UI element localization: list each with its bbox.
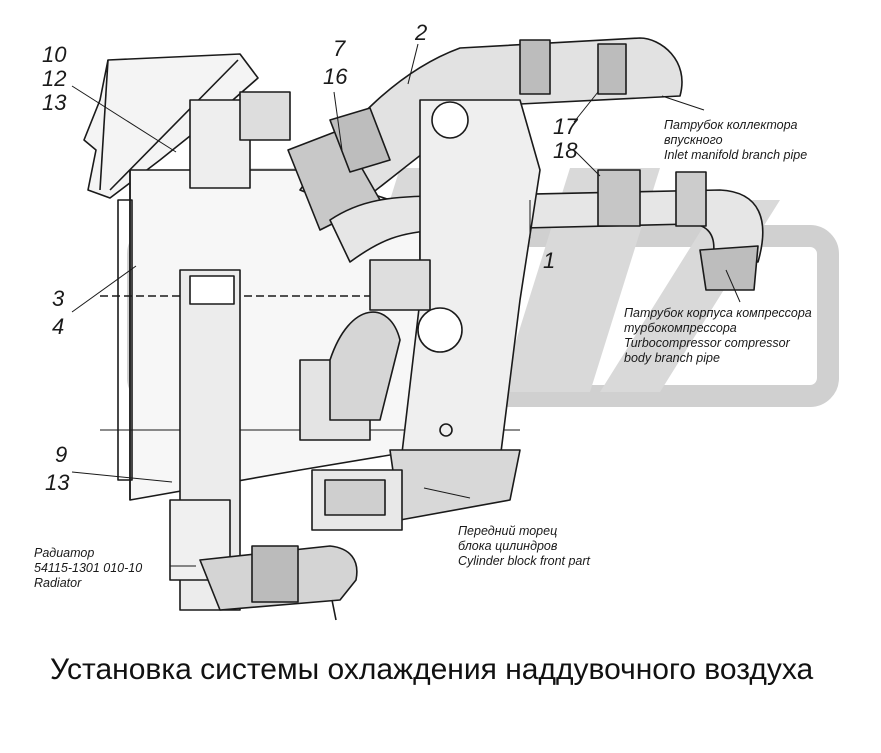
cab-panel	[83, 53, 259, 199]
callout-1: 1	[543, 248, 556, 273]
callout-12: 12	[42, 66, 67, 91]
callout-2: 2	[415, 20, 428, 45]
page-title: Установка системы охлаждения наддувочног…	[50, 653, 814, 686]
caption-inlet-manifold-pipe: Патрубок коллектора впускного Inlet mani…	[664, 118, 808, 162]
callout-13-bottom: 13	[45, 470, 70, 495]
leader-lines	[71, 43, 741, 567]
tank-block	[189, 91, 291, 189]
mount-bracket	[311, 469, 403, 531]
callout-9: 9	[55, 442, 68, 467]
callout-3: 3	[52, 286, 65, 311]
technical-drawing	[71, 37, 839, 621]
caption-radiator: Радиатор 54115-1301 010-10 Radiator	[34, 546, 143, 590]
callout-16: 16	[323, 64, 348, 89]
caption-compressor-pipe: Патрубок корпуса компрессора турбокомпре…	[624, 306, 812, 365]
callout-7: 7	[333, 36, 346, 61]
engine-block	[299, 99, 541, 521]
intake-pipe	[287, 37, 683, 231]
caption-cylinder-block-front: Передний торец блока цилиндров Cylinder …	[458, 524, 591, 568]
callout-18: 18	[553, 138, 578, 163]
callout-4: 4	[52, 314, 65, 339]
callout-10: 10	[42, 42, 67, 67]
callout-13-top: 13	[42, 90, 67, 115]
lower-pipe	[199, 545, 358, 621]
callout-17: 17	[553, 114, 578, 139]
